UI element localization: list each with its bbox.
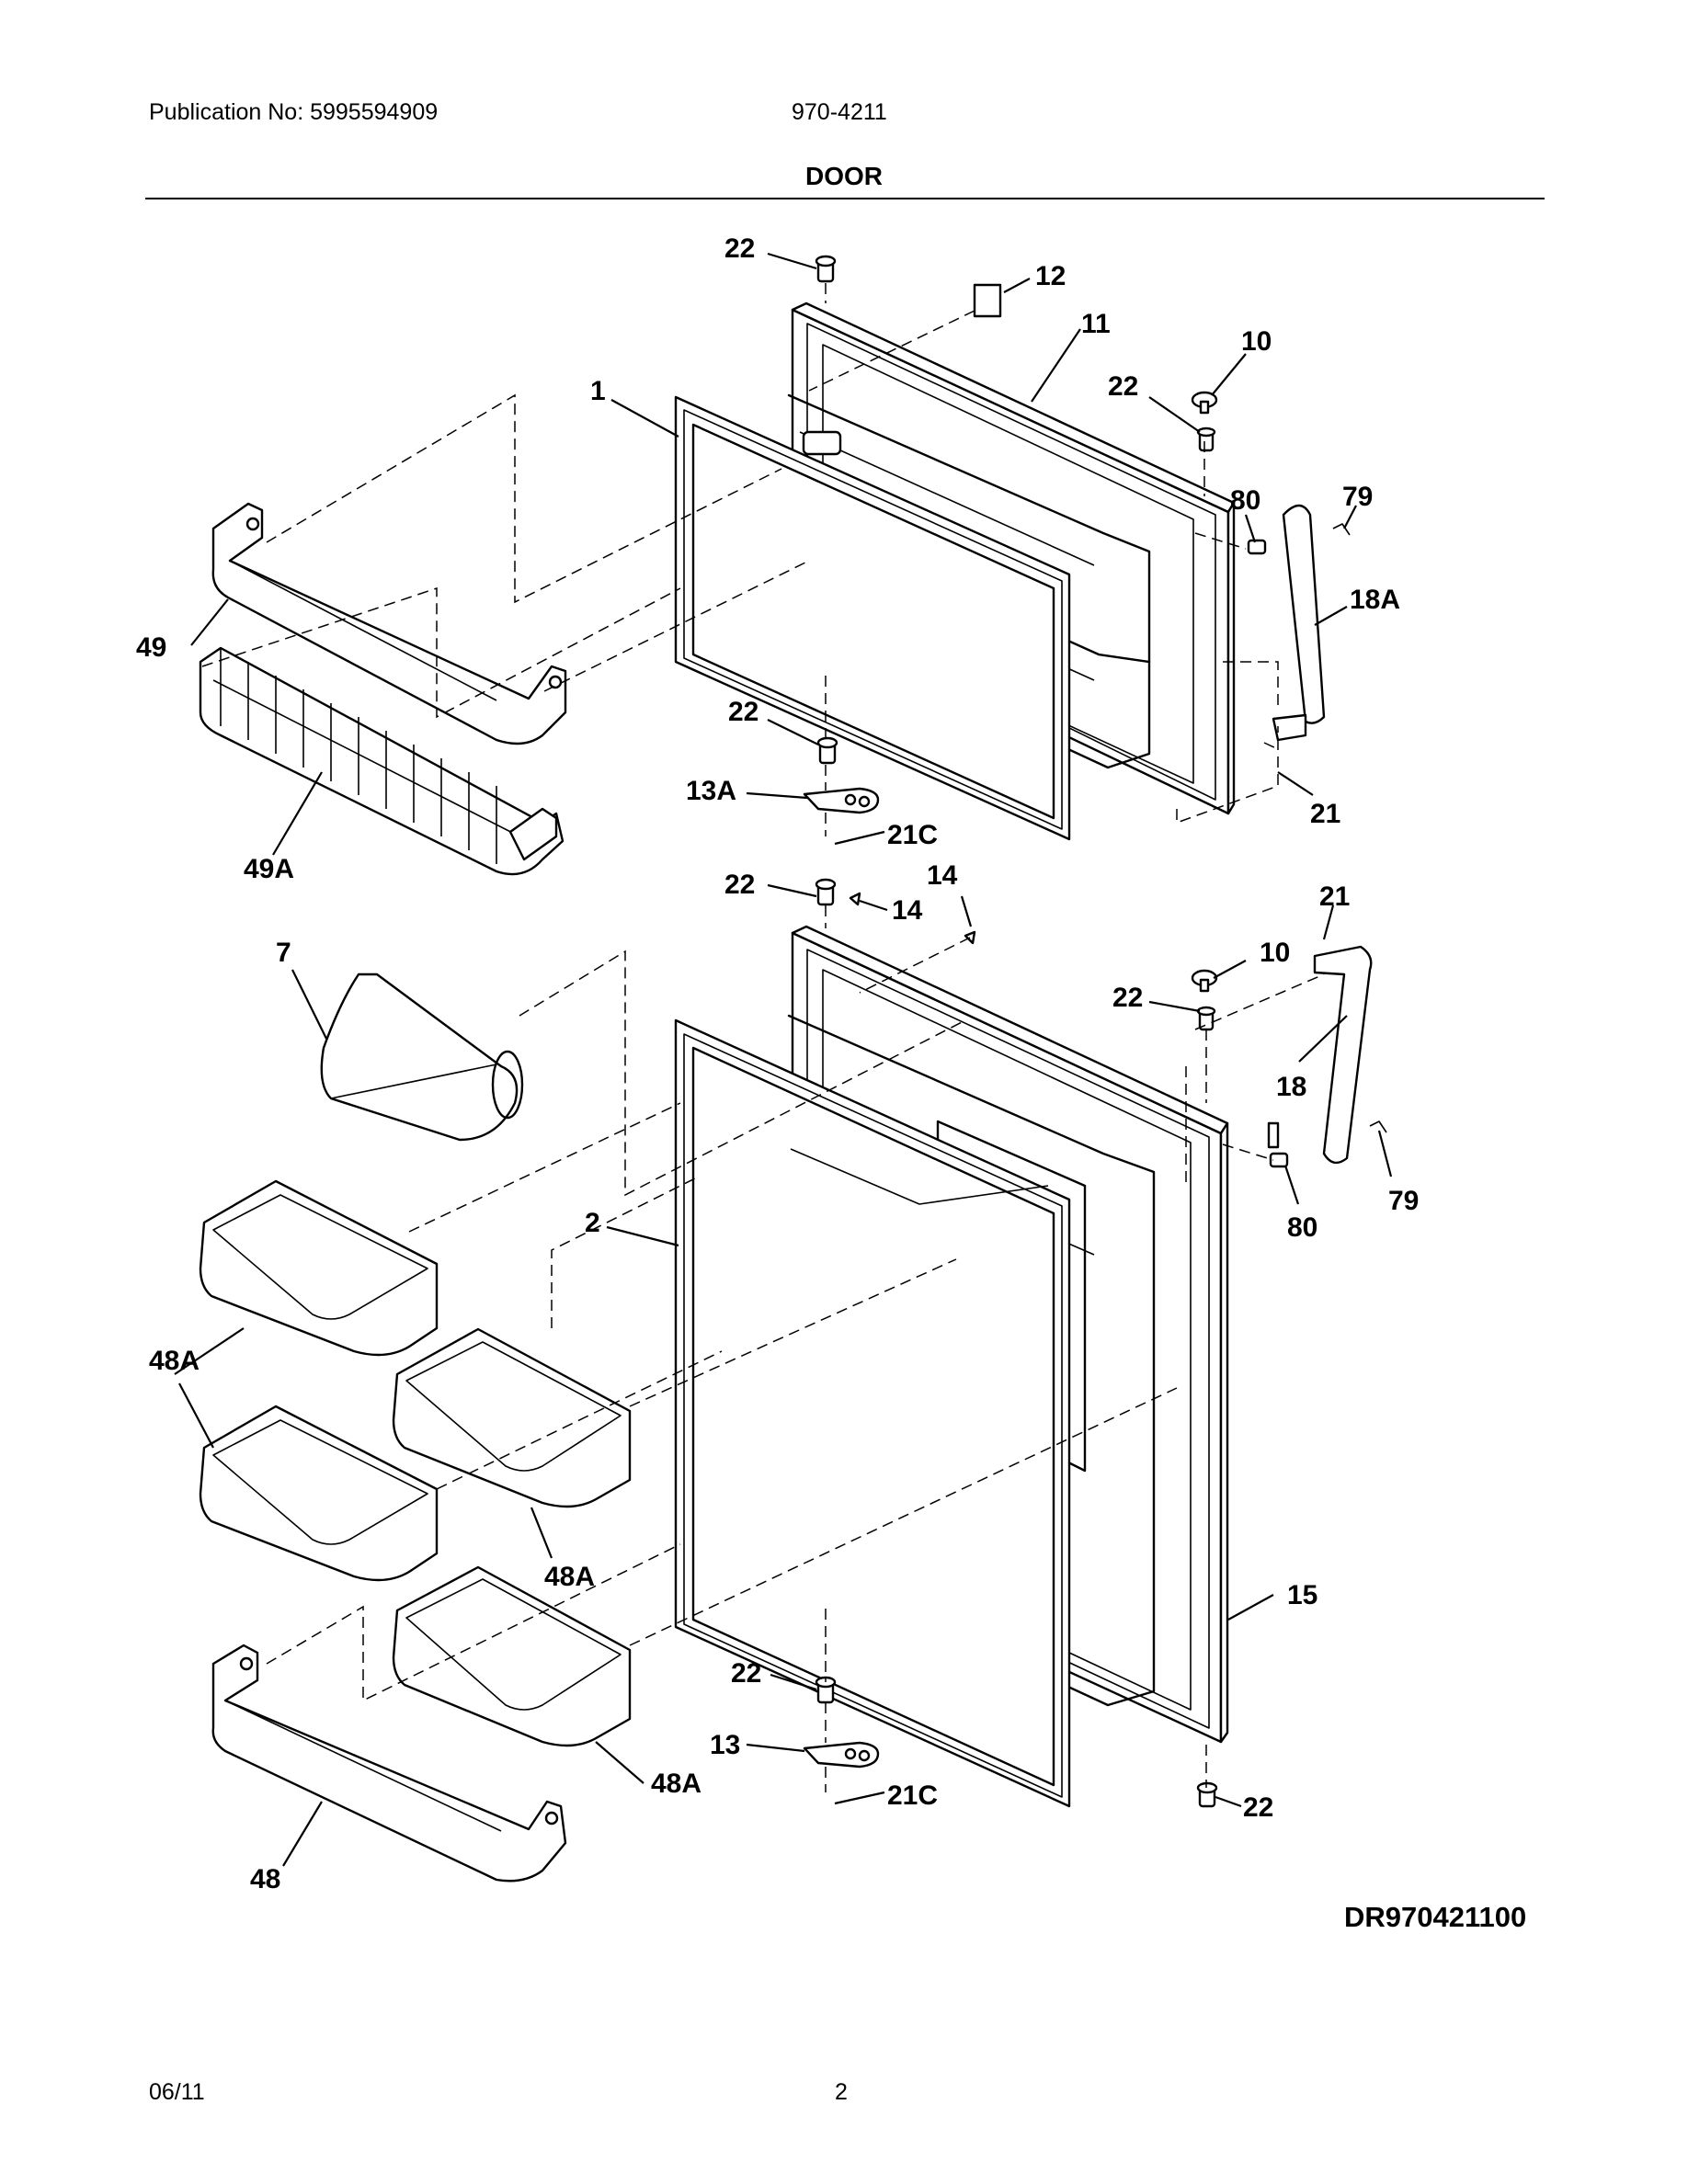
label-12: 12 [1035,261,1066,291]
label-48A: 48A [651,1769,701,1799]
label-14: 14 [927,860,958,891]
door-bin-48A-upper-left [199,1179,439,1357]
door-bin-48A-lower-right [392,1565,632,1747]
hinge-screws-fresh-food [815,878,1218,1808]
label-21C: 21C [887,820,938,850]
label-49: 49 [136,632,166,663]
label-22: 22 [1112,983,1143,1013]
part-callout-labels: 22 12 11 10 22 1 80 79 18A 49 22 13A 21C… [136,233,1419,1894]
footer-date: 06/11 [149,2079,205,2105]
label-10: 10 [1260,938,1290,968]
freezer-hinge-plate-13A [803,787,880,814]
label-13A: 13A [686,776,736,806]
page-number: 2 [835,2079,848,2105]
freezer-door-rack-49 [211,502,567,745]
freezer-wire-basket-49A [199,646,565,876]
label-80: 80 [1287,1212,1317,1243]
publication-number: Publication No: 5995594909 [149,99,439,125]
label-21: 21 [1319,882,1350,912]
label-48A: 48A [544,1562,595,1592]
fresh-food-door-handle-18 [1269,945,1387,1168]
hinge-screws-freezer [815,255,1280,1149]
label-2: 2 [585,1208,600,1238]
label-48A: 48A [149,1346,200,1376]
label-49A: 49A [244,854,294,884]
fresh-food-door-gasket [674,1018,1071,1808]
label-7: 7 [276,938,291,968]
label-79: 79 [1388,1186,1419,1216]
model-number: 970-4211 [792,99,887,125]
door-bin-48A-middle-left [199,1405,439,1582]
label-21C: 21C [887,1780,938,1811]
figure-identifier: DR970421100 [1344,1901,1527,1933]
label-80: 80 [1230,485,1260,516]
label-14: 14 [892,895,923,926]
label-48: 48 [250,1864,280,1894]
label-79: 79 [1342,482,1373,512]
label-22: 22 [728,697,758,727]
fresh-food-hinge-plate-13 [803,1741,880,1769]
door-bin-48-bottom [211,1644,567,1883]
door-bin-48A-middle-right [392,1327,632,1508]
egg-bin-7 [320,973,524,1142]
label-22: 22 [1243,1792,1273,1823]
label-18: 18 [1276,1072,1306,1102]
label-22: 22 [724,870,755,900]
label-1: 1 [590,376,606,406]
freezer-door-handle-18A [1247,504,1351,742]
callout-leader-lines [174,252,1393,1867]
label-11: 11 [1081,309,1111,339]
freezer-door-gasket [674,395,1071,841]
label-22: 22 [724,233,755,264]
label-15: 15 [1287,1580,1317,1610]
label-22: 22 [731,1658,761,1689]
label-22: 22 [1108,371,1138,402]
part-12-icon [973,283,1002,318]
page-title: DOOR [805,162,883,190]
label-10: 10 [1241,326,1272,357]
label-21: 21 [1310,799,1340,829]
assembly-guide-lines [201,283,1325,1792]
label-13: 13 [710,1730,740,1760]
label-18A: 18A [1350,585,1400,615]
header-divider [145,198,1545,199]
